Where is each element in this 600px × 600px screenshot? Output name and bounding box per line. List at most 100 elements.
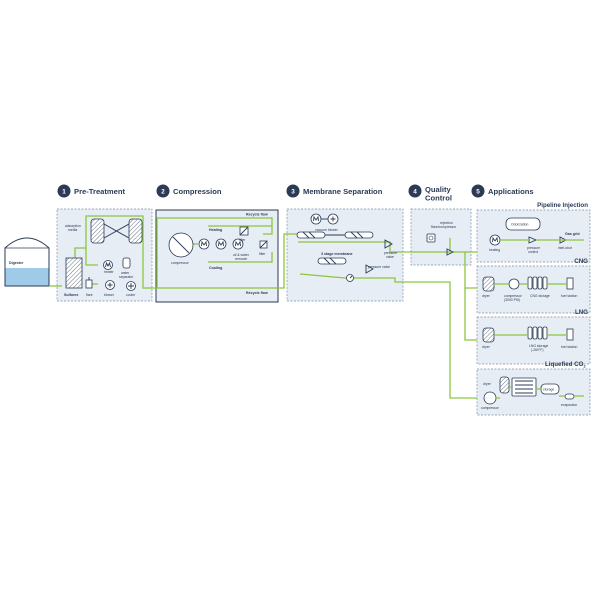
cooler-label: cooler xyxy=(126,293,136,297)
step-2-title: Compression xyxy=(173,187,222,196)
recycle-flow-bottom-label: Recycle flow xyxy=(246,291,268,295)
cng-title: CNG xyxy=(574,258,588,265)
co2-evaporator-icon xyxy=(564,393,575,400)
gas-grid-label: Gas grid xyxy=(565,232,580,236)
digester: Digester xyxy=(4,237,50,287)
step-5-number: 5 xyxy=(476,188,480,195)
step-3-header: 3 Membrane Separation xyxy=(286,184,383,198)
blower-label: blower xyxy=(104,293,115,297)
adsorption-label-line1: adsorption xyxy=(65,224,81,228)
flow-to-lng xyxy=(464,288,477,341)
lng-storage-cyl-2 xyxy=(532,326,538,340)
pressure-valve-1-label-line1: pressure xyxy=(384,251,397,255)
filter-2-label: filter xyxy=(259,252,266,256)
co2-compressor-label: compressor xyxy=(481,406,500,410)
co2-dryer-icon xyxy=(499,376,510,394)
rejection-label-line1: rejection xyxy=(440,221,453,225)
flare-label: flare xyxy=(86,293,93,297)
step-2-number: 2 xyxy=(161,188,165,195)
pipeline-injection: Pipeline Injection Odorization heating p… xyxy=(489,202,588,254)
motor-1-icon xyxy=(198,238,210,250)
lng-panel xyxy=(476,316,591,365)
flow-recycle-top xyxy=(150,217,273,289)
motor-3-icon xyxy=(232,238,244,250)
liquefied-co2-application: Liquefied CO2 compressor dryer storage e… xyxy=(481,361,587,410)
lng-storage-cyl-3 xyxy=(537,326,543,340)
cng-panel xyxy=(476,265,591,314)
sulfurex-tank xyxy=(65,257,83,289)
cng-storage-cyl-4 xyxy=(542,276,548,290)
lng-fuel-label: fuel station xyxy=(561,345,578,349)
compressor-label: compressor xyxy=(171,261,190,265)
step-3-number: 3 xyxy=(291,188,295,195)
flow-co2-line xyxy=(299,273,477,399)
step-3-title: Membrane Separation xyxy=(303,187,383,196)
co2-evaporator-label: evaporator xyxy=(561,403,578,407)
co2-storage-label: storage xyxy=(543,388,554,392)
lng-dryer-label: dryer xyxy=(482,345,491,349)
heating-icon xyxy=(489,234,501,246)
compression-equipment: Recycle flow Recycle flow compressor Hea… xyxy=(168,213,268,295)
step-1-header: 1 Pre-Treatment xyxy=(57,184,126,198)
pretreatment-equipment: Sulfurex adsorption media flare heater w… xyxy=(64,218,143,297)
cng-application: CNG dryer compressor (3000 PSI) CNG stor… xyxy=(482,258,588,302)
cng-compressor-label-line1: compressor xyxy=(504,294,523,298)
water-separator-label-line2: separator xyxy=(119,275,134,279)
membrane-module-1 xyxy=(296,231,326,239)
membrane-module-2 xyxy=(344,231,374,239)
gas-flow-lines xyxy=(49,215,477,399)
co2-compressor-icon xyxy=(483,391,497,405)
stage-membrane-label: 3 stage membrane xyxy=(321,252,353,256)
filter-label: filter xyxy=(239,238,246,242)
digester-label: Digester xyxy=(9,261,24,265)
sulfurex-label: Sulfurex xyxy=(64,293,78,297)
cng-storage-cyl-1 xyxy=(527,276,533,290)
rejection-label-line2: flare/compressor xyxy=(431,225,457,229)
flow-to-quality xyxy=(408,238,451,253)
odorization-tank xyxy=(505,217,541,231)
flow-membrane-out xyxy=(298,241,408,253)
vacuum-motor-icon xyxy=(310,213,322,225)
lng-dryer-icon xyxy=(482,327,495,343)
step-4-header: 4 Quality Control xyxy=(408,184,452,203)
flare-icon xyxy=(85,279,93,289)
pressure-valve-1-icon xyxy=(384,239,393,249)
membrane-equipment: vacuum blower pressure valve 3 stage mem… xyxy=(296,213,397,282)
step-1-number: 1 xyxy=(62,188,66,195)
cng-storage-cyl-2 xyxy=(532,276,538,290)
flow-cooling xyxy=(208,252,273,263)
step-2-header: 2 Compression xyxy=(156,184,222,198)
lng-storage-label-line2: (-260°F) xyxy=(531,348,543,352)
inlet-shut-label: inlet-shut xyxy=(558,246,572,250)
oil-water-remover-label-line2: remover xyxy=(235,257,248,261)
step-1-title: Pre-Treatment xyxy=(74,187,126,196)
cng-fuel-label: fuel station xyxy=(561,294,578,298)
quality-valve-icon xyxy=(446,248,455,256)
odorization-label: Odorization xyxy=(511,223,528,227)
quality-control-panel xyxy=(410,208,472,266)
pipeline-title: Pipeline Injection xyxy=(537,202,588,209)
heater-label: heater xyxy=(104,270,114,274)
step-5-title: Applications xyxy=(488,187,534,196)
adsorption-crossover xyxy=(103,223,130,239)
quality-equipment: rejection flare/compressor xyxy=(426,221,457,256)
lng-storage-cyl-4 xyxy=(542,326,548,340)
pressure-control-line1: pressure xyxy=(527,246,540,250)
lng-storage-label-line1: LNG storage xyxy=(529,344,548,348)
pressure-valve-1-label-line2: valve xyxy=(386,255,394,259)
membrane-module-3 xyxy=(317,257,347,265)
oil-water-remover-label-line1: oil & water xyxy=(233,253,250,257)
membrane-panel xyxy=(286,208,404,302)
motor-2-icon xyxy=(215,238,227,250)
water-separator-icon xyxy=(122,257,131,269)
flow-to-heater xyxy=(85,248,98,266)
cng-storage-label: CNG storage xyxy=(530,294,550,298)
cng-storage-cyl-3 xyxy=(537,276,543,290)
lng-title: LNG xyxy=(575,309,588,316)
cng-dryer-label: dryer xyxy=(482,294,491,298)
analyzer-icon xyxy=(426,233,436,243)
cng-fuel-station-icon xyxy=(566,277,574,290)
lng-storage-cyl-1 xyxy=(527,326,533,340)
step-4-number: 4 xyxy=(413,188,417,195)
